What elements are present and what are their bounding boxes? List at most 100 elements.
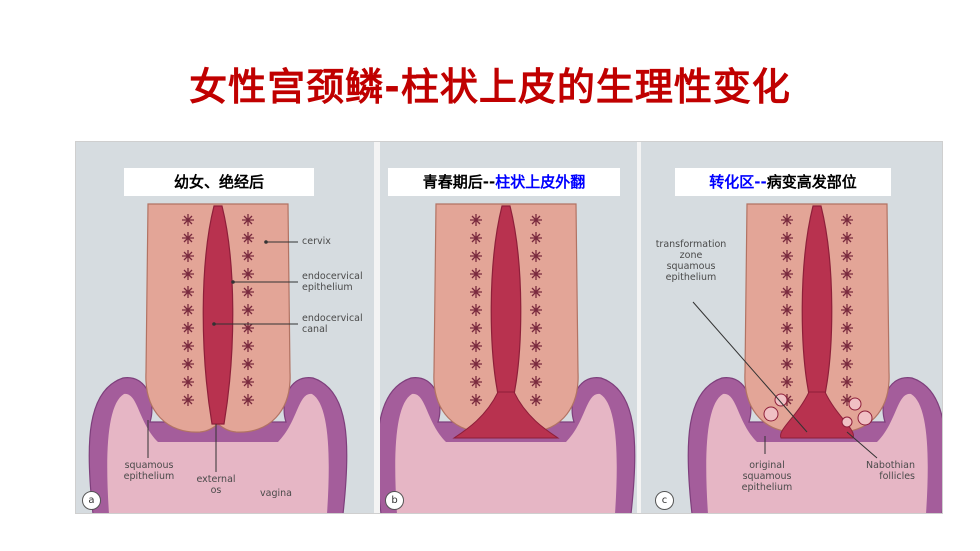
crypt-gland [841, 232, 853, 244]
ectropion-columnar-epithelium [452, 391, 560, 439]
nabothian-follicle [763, 406, 779, 422]
endocervical-canal [490, 205, 522, 405]
crypt-gland [470, 358, 482, 370]
panel-c: 转化区--病变高发部位 transformation zone squamous… [641, 142, 942, 513]
caption-segment: 柱状上皮外翻 [495, 173, 586, 191]
nabothian-follicle [774, 393, 788, 407]
endocervical-canal [202, 205, 234, 425]
crypt-gland [242, 304, 254, 316]
crypt-gland [530, 304, 542, 316]
crypt-gland [470, 304, 482, 316]
nabothian-follicle [848, 397, 862, 411]
caption-segment: 幼女、绝经后 [173, 173, 264, 191]
crypt-gland [841, 250, 853, 262]
crypt-gland [182, 322, 194, 334]
crypt-gland [530, 268, 542, 280]
crypt-gland [182, 232, 194, 244]
panel-a: 幼女、绝经后 cervix endocervical epithelium en… [76, 142, 374, 513]
caption-segment: 转化区-- [709, 173, 767, 191]
crypt-gland [781, 376, 793, 388]
panel-b-badge: b [385, 491, 404, 510]
crypt-gland [470, 394, 482, 406]
crypt-gland [182, 340, 194, 352]
crypt-gland [470, 250, 482, 262]
crypt-gland [182, 214, 194, 226]
label-endocervical-canal: endocervical canal [302, 313, 363, 335]
nabothian-follicle [841, 416, 853, 428]
crypt-gland [530, 358, 542, 370]
label-squamous-epithelium: squamous epithelium [123, 460, 175, 482]
label-nabothian-follicles: Nabothian follicles [866, 460, 915, 482]
crypt-glands [182, 214, 254, 406]
crypt-gland [781, 268, 793, 280]
crypt-gland [470, 268, 482, 280]
crypt-gland [182, 286, 194, 298]
crypt-gland [530, 322, 542, 334]
crypt-gland [242, 394, 254, 406]
panel-a-badge: a [82, 491, 101, 510]
pointer-dot [212, 322, 216, 326]
crypt-gland [182, 304, 194, 316]
crypt-gland [242, 322, 254, 334]
panel-c-caption: 转化区--病变高发部位 [675, 168, 891, 196]
crypt-gland [530, 286, 542, 298]
crypt-gland [841, 376, 853, 388]
pointer-nabothian-follicles [846, 431, 878, 459]
crypt-gland [781, 340, 793, 352]
crypt-gland [242, 358, 254, 370]
crypt-gland [242, 214, 254, 226]
panel-c-badge: c [655, 491, 674, 510]
label-endocervical-epithelium: endocervical epithelium [302, 271, 363, 293]
crypt-gland [841, 394, 853, 406]
label-vagina: vagina [260, 488, 292, 499]
crypt-gland [781, 322, 793, 334]
slide-title: 女性宫颈鳞-柱状上皮的生理性变化 [189, 65, 791, 109]
crypt-gland [841, 322, 853, 334]
vagina-lumen [395, 393, 617, 513]
endocervical-canal [801, 205, 833, 405]
caption-segment: 病变高发部位 [766, 173, 857, 191]
crypt-gland [182, 268, 194, 280]
crypt-gland [182, 358, 194, 370]
pointer-dot [231, 280, 235, 284]
crypt-gland [530, 394, 542, 406]
crypt-gland [781, 286, 793, 298]
crypt-gland [530, 232, 542, 244]
cervix-diagram-figure: 幼女、绝经后 cervix endocervical epithelium en… [75, 141, 943, 514]
crypt-gland [781, 214, 793, 226]
label-transformation-zone: transformation zone squamous epithelium [655, 239, 727, 283]
label-cervix: cervix [302, 236, 331, 247]
crypt-gland [841, 304, 853, 316]
vagina-lumen [706, 393, 928, 513]
crypt-gland [530, 376, 542, 388]
pointer-transformation-zone [692, 301, 808, 433]
crypt-gland [182, 394, 194, 406]
crypt-gland [242, 286, 254, 298]
crypt-gland [781, 232, 793, 244]
panel-b: 青春期后--柱状上皮外翻 b [380, 142, 637, 513]
crypt-gland [470, 286, 482, 298]
crypt-gland [781, 304, 793, 316]
crypt-gland [470, 376, 482, 388]
crypt-glands [470, 214, 542, 406]
panel-b-caption: 青春期后--柱状上皮外翻 [388, 168, 620, 196]
nabothian-follicles [763, 393, 873, 428]
nabothian-follicle [857, 410, 873, 426]
crypt-gland [781, 358, 793, 370]
crypt-gland [242, 232, 254, 244]
pointer-dot [264, 240, 268, 244]
transformation-zone [780, 391, 854, 439]
crypt-gland [841, 358, 853, 370]
crypt-gland [242, 250, 254, 262]
crypt-gland [530, 250, 542, 262]
panel-a-caption: 幼女、绝经后 [124, 168, 314, 196]
crypt-gland [841, 268, 853, 280]
crypt-gland [470, 322, 482, 334]
crypt-gland [242, 340, 254, 352]
crypt-gland [530, 214, 542, 226]
crypt-gland [470, 232, 482, 244]
crypt-gland [182, 250, 194, 262]
crypt-gland [841, 286, 853, 298]
crypt-gland [530, 340, 542, 352]
crypt-gland [470, 340, 482, 352]
